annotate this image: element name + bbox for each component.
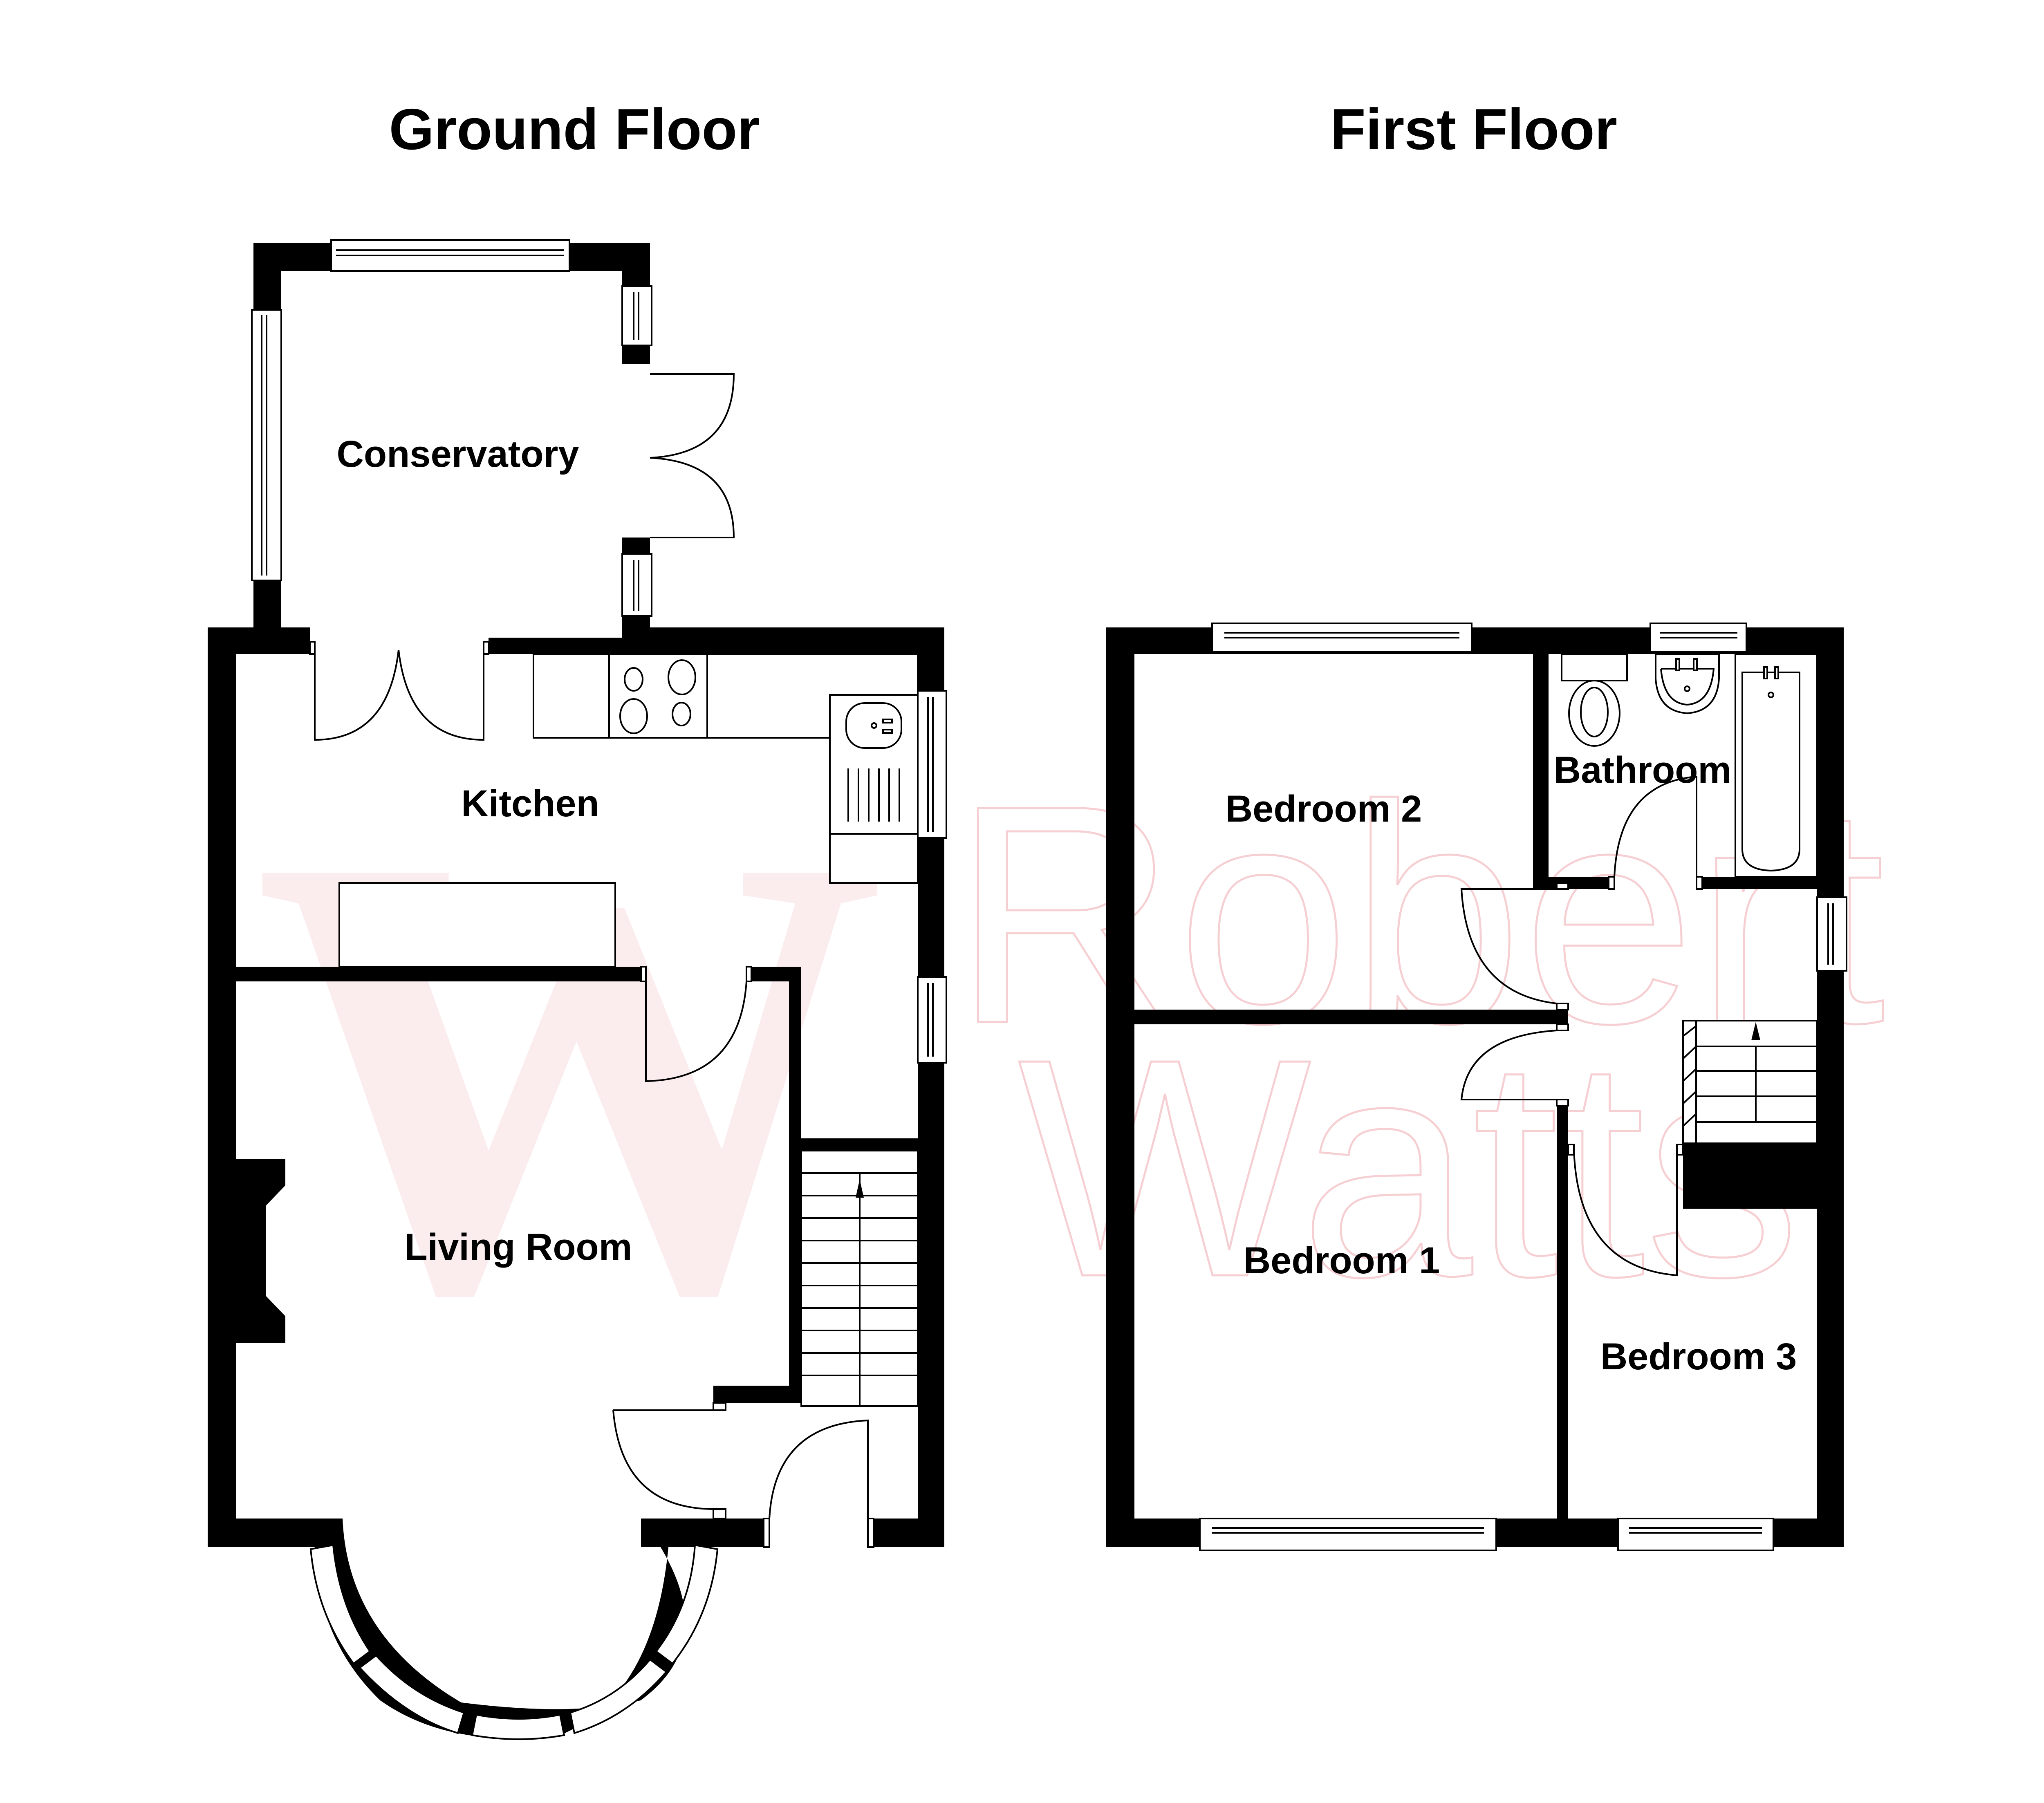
kitchen-table [338,882,616,968]
kitchen-french-doors[interactable] [309,641,489,741]
stair-direction-arrow-icon-upper [1751,1022,1760,1040]
bath-icon [1735,653,1818,878]
conservatory-window-right-upper [621,285,652,346]
hob-icon [619,659,696,734]
watermark: W Robert Watts [253,723,1887,1425]
watermark-name-line2: Watts [1018,994,1800,1342]
bedroom-1-2-wall [1134,1010,1564,1024]
front-door[interactable] [769,1419,869,1519]
room-label-bathroom: Bathroom [1554,749,1731,791]
bedroom-1-window [1199,1518,1497,1551]
toilet-icon [1561,653,1628,747]
kitchen-sink [829,694,919,884]
hall-inner-door[interactable] [612,1409,714,1510]
bathroom-door[interactable] [1614,775,1697,877]
room-label-bedroom-3: Bedroom 3 [1600,1336,1797,1377]
basin-icon [1655,653,1720,714]
kitchen-living-wall [236,967,641,981]
stair-wall-left [789,967,801,1398]
staircase [800,1150,919,1407]
staircase-upper [1682,1020,1818,1144]
bay-window [309,1519,719,1740]
room-label-conservatory: Conservatory [336,433,579,475]
conservatory-walls [253,243,650,642]
stair-direction-arrow-icon [856,1179,864,1198]
living-room-door[interactable] [645,981,747,1082]
conservatory-french-doors[interactable] [650,373,735,538]
ground-floor-outer-walls [208,627,944,1547]
room-label-bedroom-2: Bedroom 2 [1226,788,1422,830]
ground-floor-title: Ground Floor [389,97,760,162]
landing-window [1816,896,1847,972]
landing-chimney-breast [1683,1143,1817,1209]
watermark-logo: W [253,723,887,1425]
conservatory-window-right-lower [621,553,652,617]
bedroom-1-3-wall [1557,1106,1568,1519]
drainer [847,768,900,822]
room-label-kitchen: Kitchen [461,783,599,824]
ground-floor-plan: Conservatory [208,239,947,1740]
fireplace [236,1159,285,1343]
room-label-living-room: Living Room [404,1226,632,1268]
first-floor-plan: Bathroom [1106,623,1847,1551]
first-floor-title: First Floor [1330,97,1617,162]
bedroom-1-door[interactable] [1460,1030,1557,1100]
bedroom-2-door[interactable] [1460,888,1557,1004]
room-label-bedroom-1: Bedroom 1 [1244,1240,1440,1281]
bedroom-3-window [1617,1518,1774,1551]
bedroom-3-door[interactable] [1573,1149,1678,1277]
